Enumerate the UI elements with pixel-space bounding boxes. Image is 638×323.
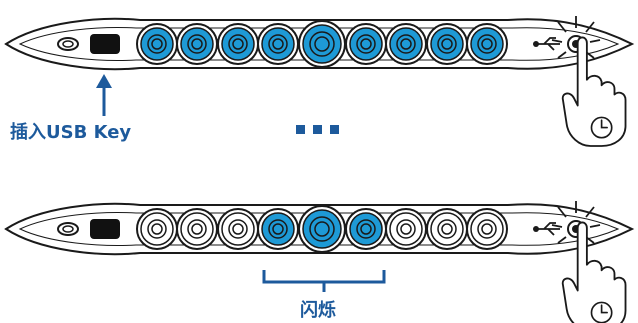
led-7 xyxy=(389,212,423,246)
top-device xyxy=(4,16,635,147)
led-6 xyxy=(349,27,383,61)
insert-usb-key-label: 插入USB Key xyxy=(10,122,132,143)
led-9 xyxy=(470,212,504,246)
led-1 xyxy=(140,212,174,246)
usb-port-icon xyxy=(57,222,79,236)
bottom-device xyxy=(4,201,635,323)
led-4 xyxy=(261,212,295,246)
led-4 xyxy=(261,27,295,61)
usb-key-icon xyxy=(90,34,120,54)
arrow-up-icon xyxy=(96,74,112,116)
ellipsis-icon xyxy=(296,125,339,134)
led-6 xyxy=(349,212,383,246)
usb-key-icon xyxy=(90,219,120,239)
led-8 xyxy=(430,212,464,246)
usb-symbol-icon xyxy=(533,37,560,51)
blink-label: 闪烁 xyxy=(300,300,336,321)
device-inner-outline xyxy=(18,212,620,246)
led-2 xyxy=(180,27,214,61)
usb-symbol-icon xyxy=(533,222,560,236)
led-2 xyxy=(180,212,214,246)
device-inner-outline xyxy=(18,27,620,61)
led-9 xyxy=(470,27,504,61)
led-5 xyxy=(302,209,342,249)
led-1 xyxy=(140,27,174,61)
bracket-icon xyxy=(262,270,386,292)
usb-port-icon xyxy=(57,37,79,51)
led-7 xyxy=(389,27,423,61)
led-5 xyxy=(302,24,342,64)
led-3 xyxy=(221,212,255,246)
led-3 xyxy=(221,27,255,61)
led-8 xyxy=(430,27,464,61)
